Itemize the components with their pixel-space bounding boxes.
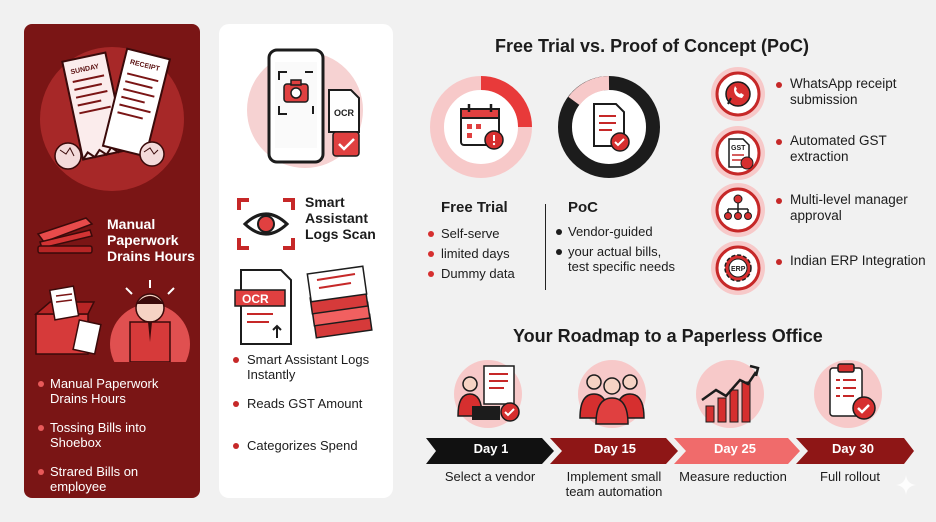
timeline-day-1: Day 1	[473, 441, 509, 456]
timeline-day-30: Day 30	[832, 441, 874, 456]
erp-gear-icon: ERP	[711, 241, 765, 295]
poc-item: Vendor-guided	[556, 224, 684, 239]
problem-item: Manual Paperwork Drains Hours	[38, 376, 198, 406]
poc-list: Vendor-guided your actual bills, test sp…	[556, 224, 684, 279]
problem-panel: SUNDAY RECEIPT Manual Paperwork Drains H…	[24, 24, 200, 498]
solution-list: Smart Assistant Logs Instantly Reads GST…	[233, 352, 393, 453]
laptop-person-icon	[454, 360, 522, 428]
timeline-day-25: Day 25	[714, 441, 756, 456]
growth-chart-icon	[696, 360, 764, 428]
feature-gst: Automated GST extraction	[776, 133, 926, 165]
sparkle-icon	[896, 475, 916, 495]
ocr-documents-illustration: OCR	[234, 265, 373, 345]
ocr-badge-label: OCR	[242, 292, 269, 306]
team-icon	[578, 360, 646, 428]
poc-heading: PoC	[568, 199, 598, 216]
solution-title: Smart Assistant Logs Scan	[305, 194, 376, 242]
crumpled-receipts-illustration: SUNDAY RECEIPT	[40, 47, 184, 191]
org-chart-icon	[711, 183, 765, 237]
document-check-icon	[558, 76, 660, 178]
solution-panel: OCR Smart Assistant Logs Scan OCR Smart …	[219, 24, 393, 498]
roadmap-title: Your Roadmap to a Paperless Office	[513, 326, 823, 346]
roadmap-step-desc: Measure reduction	[679, 469, 787, 484]
problem-item: Strared Bills on employee	[38, 464, 198, 494]
feature-whatsapp: WhatsApp receipt submission	[776, 76, 926, 108]
gst-document-icon: GST	[711, 126, 765, 180]
roadmap-step-desc: Full rollout	[820, 469, 880, 484]
calendar-alert-icon	[430, 76, 532, 178]
gst-badge: GST	[731, 145, 746, 152]
free-trial-item: limited days	[428, 244, 515, 264]
solution-item: Reads GST Amount	[233, 396, 393, 411]
timeline-day-15: Day 15	[594, 441, 636, 456]
poc-item: your actual bills, test specific needs	[556, 244, 684, 274]
free-trial-item: Self-serve	[428, 224, 515, 244]
feature-erp: Indian ERP Integration	[776, 253, 926, 269]
stressed-employee-illustration	[33, 280, 190, 362]
eye-scan-icon	[237, 198, 295, 250]
feature-approval: Multi-level manager approval	[776, 192, 926, 224]
checklist-icon	[814, 360, 882, 428]
erp-badge: ERP	[731, 266, 746, 273]
free-trial-heading: Free Trial	[441, 199, 508, 216]
comparison-divider	[545, 204, 546, 290]
problem-list: Manual Paperwork Drains Hours Tossing Bi…	[38, 376, 198, 498]
comparison-title: Free Trial vs. Proof of Concept (PoC)	[495, 36, 810, 56]
roadmap-timeline	[426, 438, 914, 464]
stapler-icon	[36, 217, 94, 254]
problem-item: Tossing Bills into Shoebox	[38, 420, 198, 450]
problem-title: Manual Paperwork Drains Hours	[107, 216, 195, 264]
free-trial-list: Self-serve limited days Dummy data	[428, 224, 515, 284]
whatsapp-icon	[711, 67, 765, 121]
ocr-tag-label: OCR	[334, 108, 355, 118]
roadmap-step-desc: Select a vendor	[444, 469, 536, 484]
solution-item: Categorizes Spend	[233, 438, 393, 453]
solution-item: Smart Assistant Logs Instantly	[233, 352, 393, 382]
phone-scan-illustration: OCR	[247, 48, 363, 168]
free-trial-item: Dummy data	[428, 264, 515, 284]
roadmap-step-desc: Implement small team automation	[565, 469, 663, 499]
